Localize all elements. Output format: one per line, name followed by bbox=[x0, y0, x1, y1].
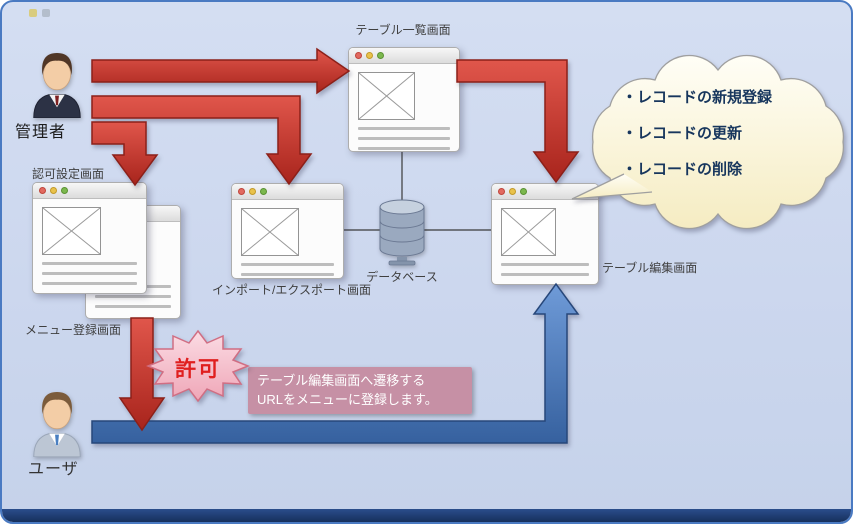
callout-line-delete: ・レコードの削除 bbox=[622, 161, 743, 178]
minimize-dot-icon bbox=[509, 188, 516, 195]
database-icon bbox=[375, 198, 429, 266]
arrow-admin-to-table-list bbox=[91, 47, 351, 95]
window-titlebar bbox=[232, 184, 343, 200]
image-placeholder bbox=[42, 207, 101, 255]
close-dot-icon bbox=[355, 52, 362, 59]
database-base bbox=[388, 260, 416, 266]
cloud-callout-text: ・レコードの新規登録 ・レコードの更新 ・レコードの削除 bbox=[622, 86, 837, 179]
text-line bbox=[501, 273, 589, 276]
text-line bbox=[42, 282, 137, 285]
database-top bbox=[379, 199, 425, 215]
callout-line-new: ・レコードの新規登録 bbox=[622, 89, 773, 106]
auth-settings-caption: 認可設定画面 bbox=[32, 167, 105, 181]
user-person-graphic bbox=[33, 391, 81, 458]
maximize-dot-icon bbox=[260, 188, 267, 195]
maximize-dot-icon bbox=[377, 52, 384, 59]
maximize-dot-icon bbox=[520, 188, 527, 195]
window-content bbox=[232, 200, 343, 276]
window-content bbox=[349, 64, 459, 150]
minimize-dot-icon bbox=[366, 52, 373, 59]
text-line bbox=[42, 272, 137, 275]
table-list-window bbox=[348, 47, 460, 152]
bottom-bar bbox=[2, 509, 851, 522]
table-list-caption: テーブル一覧画面 bbox=[355, 23, 451, 37]
image-placeholder bbox=[358, 72, 416, 120]
text-line bbox=[95, 305, 171, 308]
database-graphic bbox=[379, 199, 425, 266]
text-line bbox=[358, 127, 450, 130]
database-stand bbox=[397, 257, 407, 261]
auth-settings-window bbox=[32, 182, 147, 294]
user-label: ユーザ bbox=[28, 461, 79, 478]
admin-tie bbox=[55, 95, 59, 106]
user-person-icon bbox=[26, 385, 88, 458]
text-line bbox=[358, 137, 450, 140]
minimize-dot-icon bbox=[249, 188, 256, 195]
decoration-mini-icon bbox=[29, 9, 37, 17]
arrow-menu-register-to-user-flow bbox=[118, 317, 166, 432]
note-line-2: URLをメニューに登録します。 bbox=[257, 392, 438, 407]
table-edit-caption: テーブル編集画面 bbox=[602, 261, 698, 275]
admin-label: 管理者 bbox=[15, 124, 67, 141]
text-line bbox=[241, 263, 334, 266]
close-dot-icon bbox=[39, 187, 46, 194]
text-line bbox=[241, 273, 334, 276]
admin-hair bbox=[42, 52, 72, 76]
import-export-caption: インポート/エクスポート画面 bbox=[212, 283, 371, 297]
text-line bbox=[358, 147, 450, 150]
admin-person-icon bbox=[26, 46, 88, 119]
text-line bbox=[95, 295, 171, 298]
decoration-mini-icon bbox=[42, 9, 50, 17]
window-content bbox=[33, 199, 146, 285]
database-band bbox=[379, 234, 425, 243]
user-tie bbox=[55, 434, 59, 446]
user-hair bbox=[42, 391, 72, 415]
text-line bbox=[42, 262, 137, 265]
menu-register-caption: メニュー登録画面 bbox=[25, 323, 122, 337]
import-export-window bbox=[231, 183, 344, 279]
arrow-table-list-to-table-edit bbox=[456, 59, 580, 184]
minimize-dot-icon bbox=[50, 187, 57, 194]
admin-person-graphic bbox=[33, 52, 81, 119]
note-box: テーブル編集画面へ遷移する URLをメニューに登録します。 bbox=[248, 367, 472, 414]
image-placeholder bbox=[501, 208, 556, 256]
text-line bbox=[501, 263, 589, 266]
permission-label: 許可 bbox=[175, 358, 221, 381]
image-placeholder bbox=[241, 208, 299, 256]
window-content bbox=[492, 200, 598, 276]
window-titlebar bbox=[349, 48, 459, 64]
note-line-1: テーブル編集画面へ遷移する bbox=[257, 373, 426, 388]
close-dot-icon bbox=[498, 188, 505, 195]
callout-line-update: ・レコードの更新 bbox=[622, 125, 743, 142]
window-titlebar bbox=[492, 184, 598, 200]
table-edit-window bbox=[491, 183, 599, 285]
maximize-dot-icon bbox=[61, 187, 68, 194]
database-caption: データベース bbox=[366, 270, 438, 284]
close-dot-icon bbox=[238, 188, 245, 195]
arrow-admin-to-import-export bbox=[91, 95, 313, 186]
window-titlebar bbox=[33, 183, 146, 199]
